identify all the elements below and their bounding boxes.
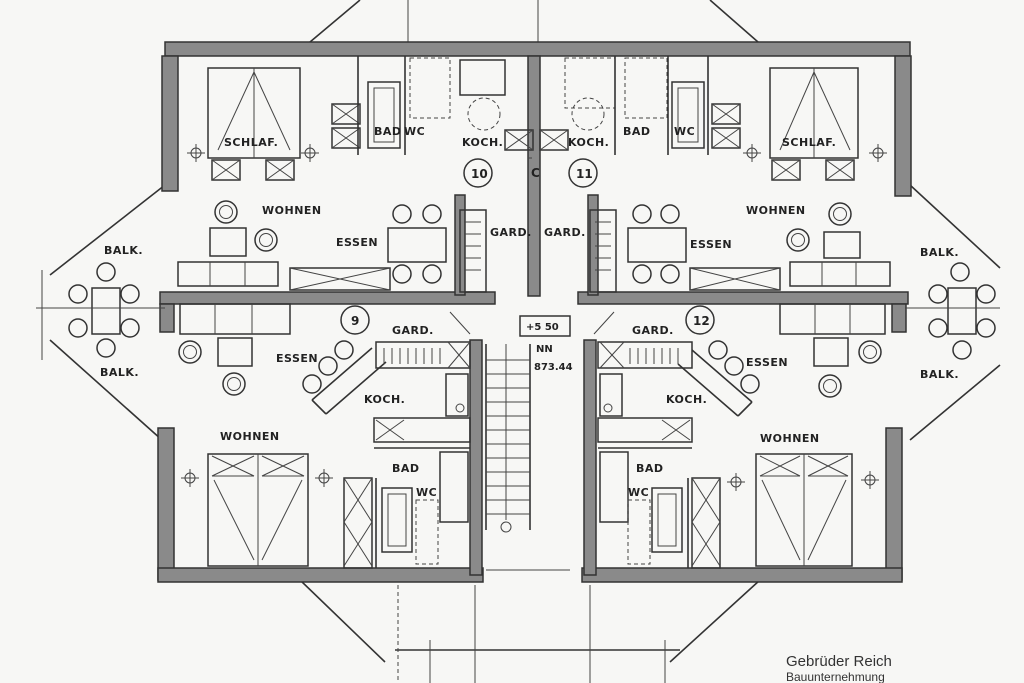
floor-level: +5 50	[526, 322, 559, 333]
unit-numbers: 10 11 9 12 C	[351, 166, 710, 328]
label-balk-left-top: BALK.	[104, 244, 143, 257]
unit-number-9: 9	[351, 314, 359, 328]
label-balk-right-top: BALK.	[920, 246, 959, 259]
label-wohnen-9: WOHNEN	[220, 430, 280, 443]
company-name: Gebrüder Reich	[786, 653, 892, 670]
label-schlaf-10: SCHLAF.	[224, 136, 278, 149]
label-wc-12: WC	[628, 486, 649, 499]
label-koch-9: KOCH.	[364, 393, 405, 406]
unit-12	[597, 303, 886, 569]
label-schlaf-11: SCHLAF.	[782, 136, 836, 149]
nn-value: 873.44	[534, 362, 573, 373]
unit-11	[539, 56, 891, 293]
label-gard-9: GARD.	[392, 324, 434, 337]
label-gard-12: GARD.	[632, 324, 674, 337]
unit-number-11: 11	[576, 167, 593, 181]
level-markers: +5 50 NN 873.44	[526, 322, 573, 373]
walls	[157, 41, 912, 583]
landing-mark: C	[531, 166, 540, 180]
label-essen-12: ESSEN	[746, 356, 788, 369]
staircase	[449, 157, 615, 571]
label-bad-9: BAD	[392, 462, 420, 475]
label-wc-9: WC	[416, 486, 437, 499]
label-essen-11: ESSEN	[690, 238, 732, 251]
unit-10	[177, 56, 534, 293]
label-gard-11: GARD.	[544, 226, 586, 239]
label-wohnen-11: WOHNEN	[746, 204, 806, 217]
label-wohnen-12: WOHNEN	[760, 432, 820, 445]
unit-number-12: 12	[693, 314, 710, 328]
label-wohnen-10: WOHNEN	[262, 204, 322, 217]
unit-number-10: 10	[471, 167, 488, 181]
room-labels: SCHLAF. BAD WC KOCH. WOHNEN ESSEN GARD. …	[100, 125, 959, 499]
label-gard-10: GARD.	[490, 226, 532, 239]
label-bad-10: BAD	[374, 125, 402, 138]
label-bad-11: BAD	[623, 125, 651, 138]
label-koch-12: KOCH.	[666, 393, 707, 406]
balcony-right	[905, 262, 1000, 360]
credit: Gebrüder Reich Bauunternehmung	[786, 653, 892, 683]
label-bad-12: BAD	[636, 462, 664, 475]
nn-label: NN	[536, 344, 553, 355]
label-koch-10: KOCH.	[462, 136, 503, 149]
company-type: Bauunternehmung	[786, 670, 885, 683]
balcony-left	[36, 262, 165, 358]
label-balk-left-bottom: BALK.	[100, 366, 139, 379]
label-wc-11: WC	[674, 125, 695, 138]
label-wc-10: WC	[404, 125, 425, 138]
label-essen-10: ESSEN	[336, 236, 378, 249]
unit-9	[178, 303, 471, 569]
label-balk-right-bottom: BALK.	[920, 368, 959, 381]
label-koch-11: KOCH.	[568, 136, 609, 149]
roof-lines	[41, 0, 1001, 683]
label-essen-9: ESSEN	[276, 352, 318, 365]
